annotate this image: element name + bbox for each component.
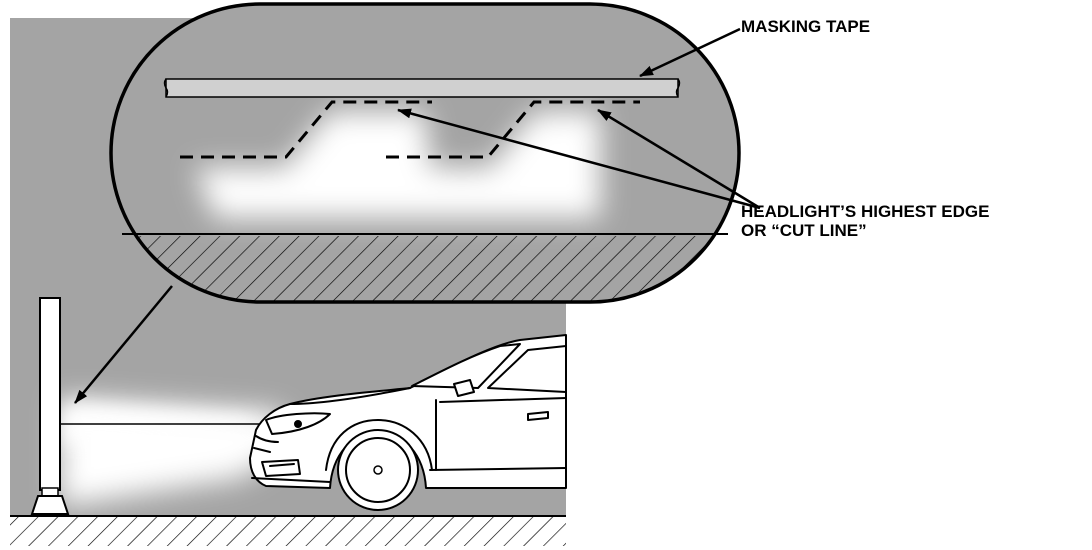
masking-tape-strip bbox=[165, 78, 679, 98]
masking-tape-right-edge bbox=[675, 78, 681, 98]
inset-beam-glow bbox=[195, 112, 600, 218]
masking-tape-arrow bbox=[639, 27, 741, 78]
inset-outline bbox=[109, 2, 741, 304]
cut-line-left bbox=[180, 100, 432, 159]
car-front-hub bbox=[373, 465, 383, 475]
aiming-screen bbox=[30, 297, 70, 515]
car-door-line bbox=[435, 397, 567, 471]
cut-line-label: HEADLIGHT’S HIGHEST EDGE OR “CUT LINE” bbox=[741, 202, 989, 240]
zoom-arrow bbox=[74, 285, 173, 404]
screen-post bbox=[39, 297, 61, 491]
masking-tape-label: MASKING TAPE bbox=[741, 17, 871, 36]
car-mirror bbox=[453, 379, 475, 397]
floor bbox=[10, 516, 566, 546]
car-front-bumper bbox=[251, 477, 331, 483]
car-wheel-arch bbox=[325, 419, 433, 471]
car-door-handle bbox=[527, 411, 549, 421]
masking-tape-left-edge bbox=[163, 78, 169, 98]
car-fog-light bbox=[261, 459, 301, 477]
headlight-center-dot bbox=[294, 420, 302, 428]
car-windshield bbox=[411, 343, 521, 389]
screen-post-base bbox=[30, 495, 70, 515]
beam-glow-upper bbox=[62, 405, 255, 445]
inset-bubble bbox=[109, 2, 741, 304]
car-sill-line bbox=[429, 467, 567, 471]
cut-line-label-line2: OR “CUT LINE” bbox=[741, 221, 867, 240]
cut-line-arrow-right bbox=[597, 108, 761, 210]
screen-post-base-cap bbox=[41, 487, 59, 497]
car-side-window bbox=[487, 345, 567, 393]
cut-line-label-line1: HEADLIGHT’S HIGHEST EDGE bbox=[741, 202, 990, 221]
car bbox=[249, 334, 567, 511]
cut-line-right bbox=[386, 100, 640, 159]
car-fog-light-inner bbox=[269, 463, 295, 467]
cut-line-arrow-left bbox=[397, 108, 761, 210]
inset-floor bbox=[111, 236, 739, 302]
car-grille bbox=[253, 435, 279, 453]
callout-arrows bbox=[397, 27, 761, 210]
car-hood-line bbox=[289, 387, 411, 405]
